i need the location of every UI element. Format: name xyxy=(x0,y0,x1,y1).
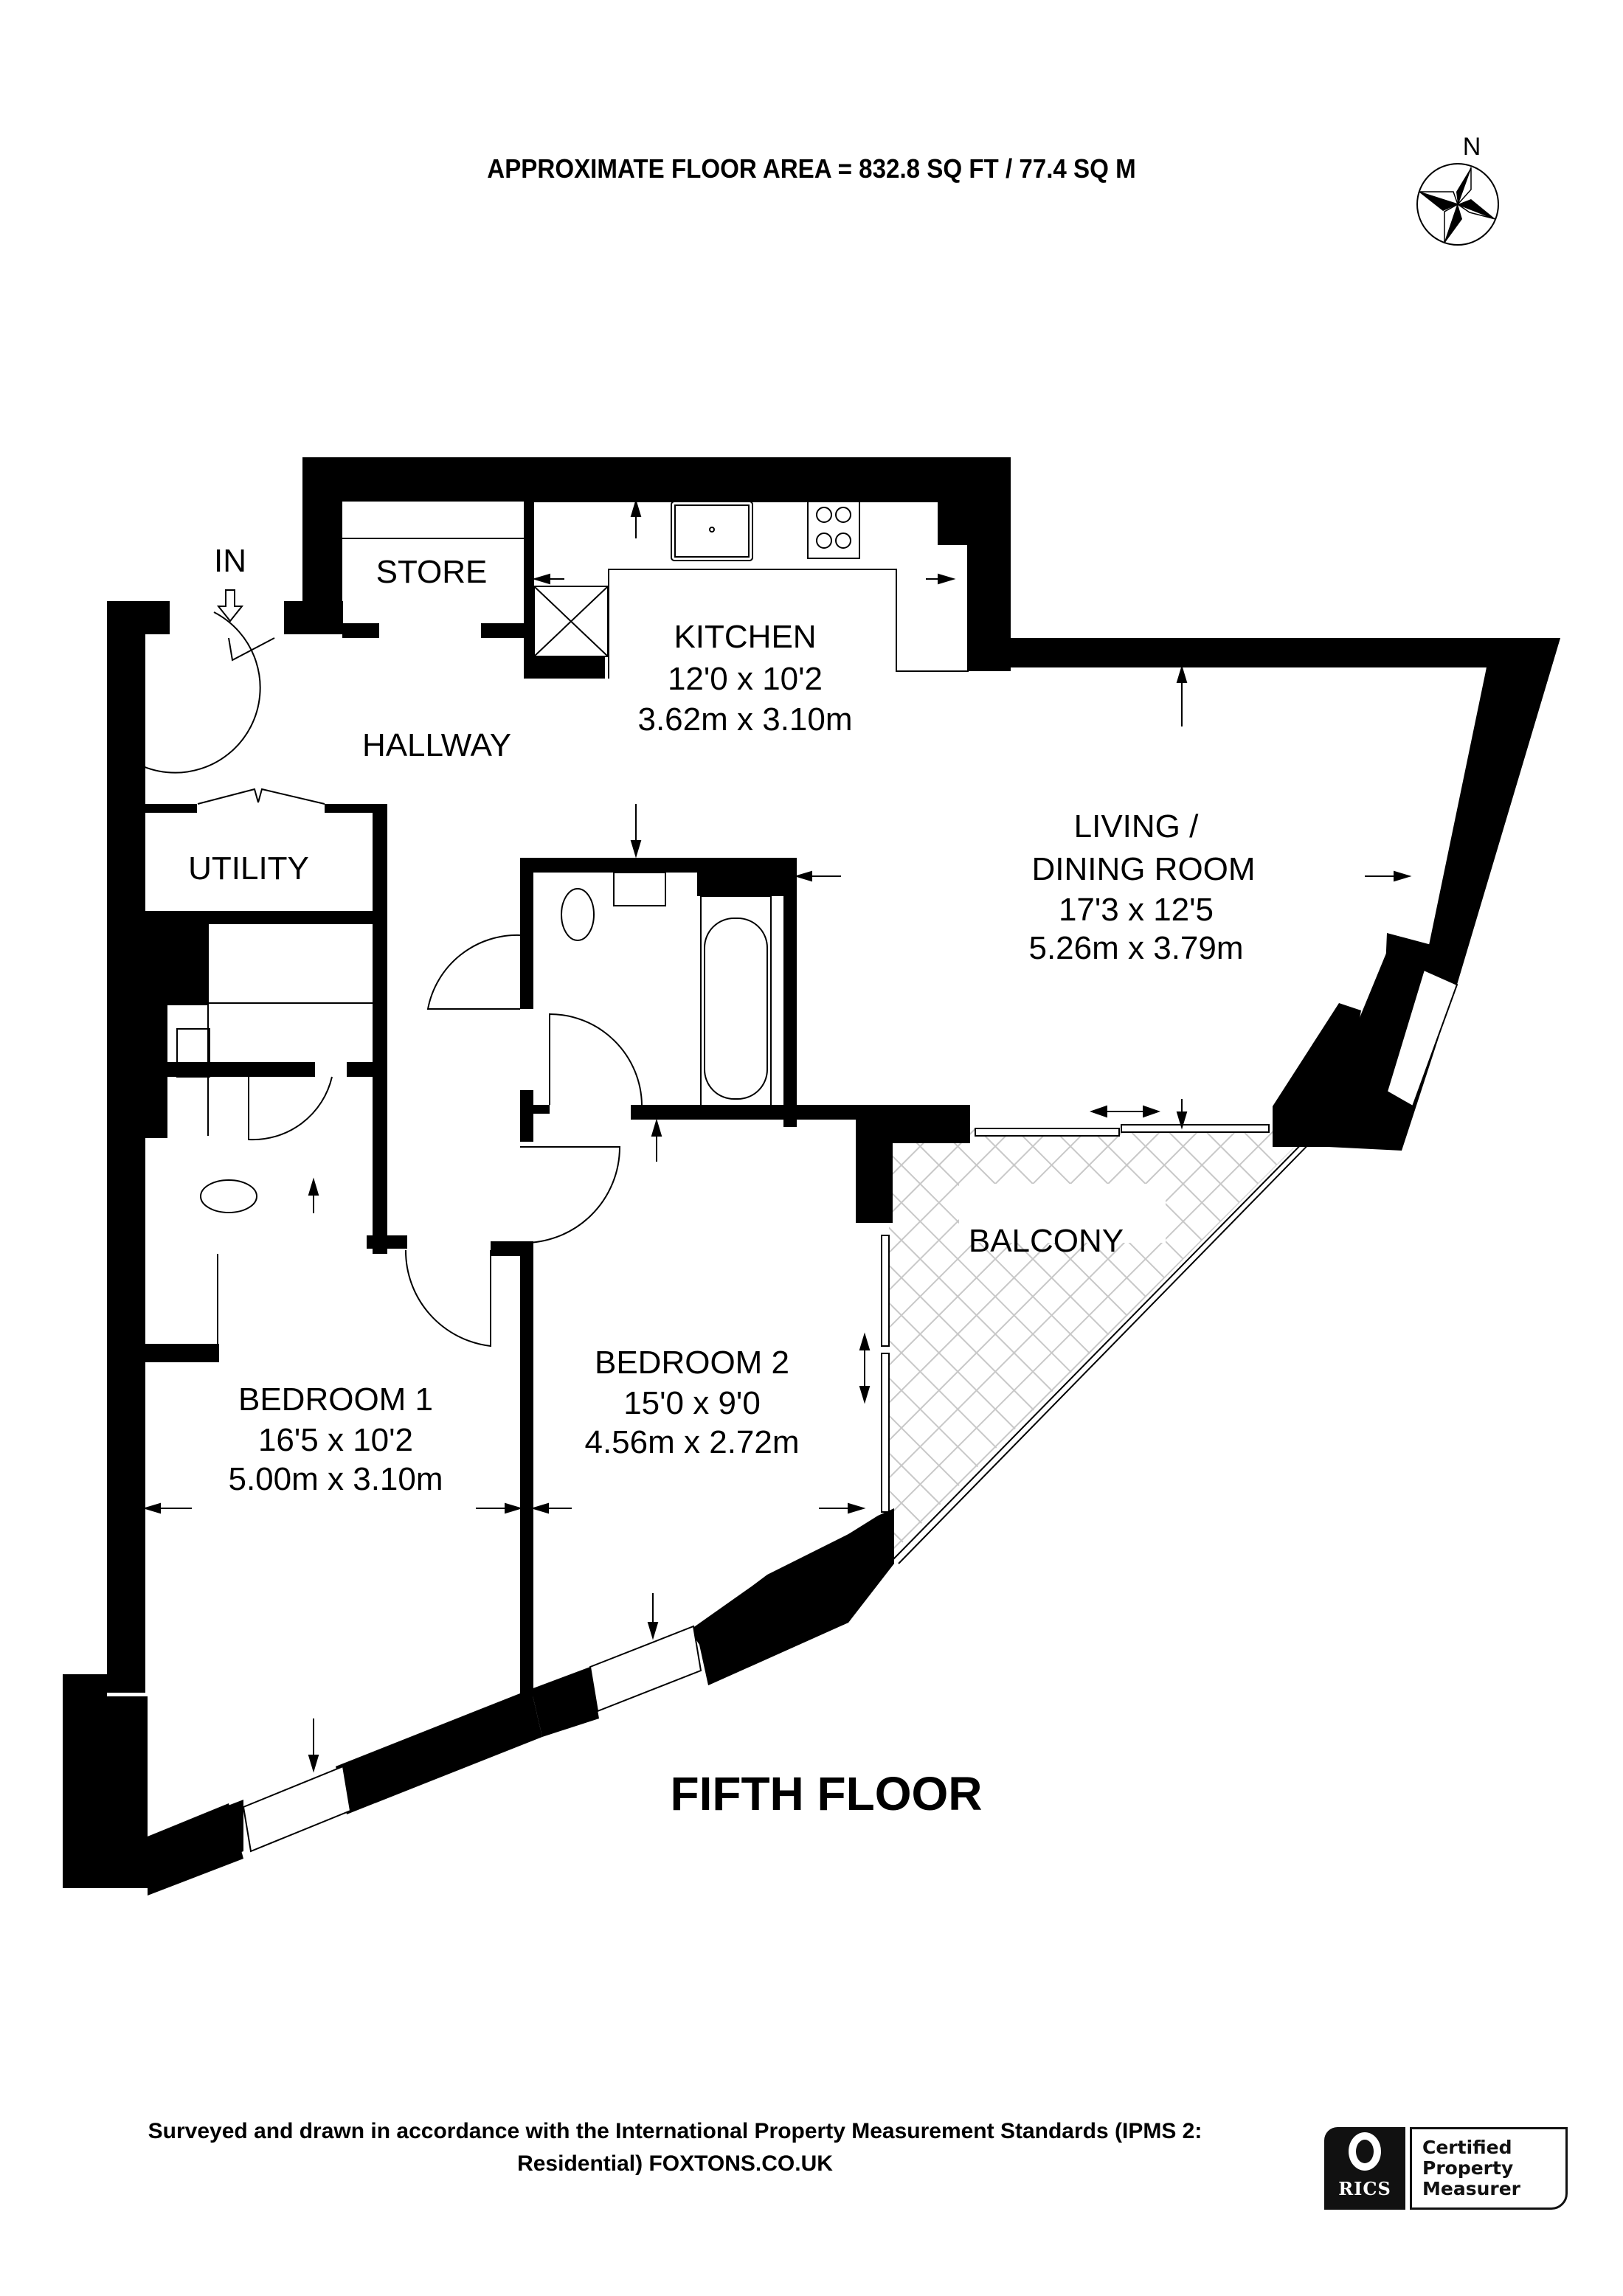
entrance-arrow-icon xyxy=(216,589,244,622)
bedroom1-imperial: 16'5 x 10'2 xyxy=(258,1422,413,1458)
footer-line-1: Surveyed and drawn in accordance with th… xyxy=(148,2119,1202,2143)
bedroom2-imperial: 15'0 x 9'0 xyxy=(623,1385,761,1421)
footer-disclaimer: Surveyed and drawn in accordance with th… xyxy=(44,2115,1306,2180)
walls xyxy=(63,457,1560,1896)
rics-logo: RICS xyxy=(1324,2127,1405,2210)
bedroom1-label: BEDROOM 1 xyxy=(238,1381,433,1418)
floor-area-text: APPROXIMATE FLOOR AREA = 832.8 SQ FT / 7… xyxy=(487,153,1136,184)
doors xyxy=(136,611,643,1348)
compass-icon: N xyxy=(1416,133,1499,246)
dimension-arrows xyxy=(142,499,1412,1773)
living-label-line1: LIVING / xyxy=(1074,808,1199,844)
kitchen-imperial: 12'0 x 10'2 xyxy=(668,661,823,697)
rics-brand: RICS xyxy=(1338,2178,1391,2199)
store-door xyxy=(228,637,275,662)
living-label-line2: DINING ROOM xyxy=(1031,851,1255,887)
rics-badge-line2: Property xyxy=(1422,2157,1514,2179)
wc-door xyxy=(248,1076,333,1141)
toilet-icon xyxy=(561,888,595,941)
balcony-label-bg xyxy=(959,1184,1166,1243)
entrance-door xyxy=(136,611,261,774)
floor-name: FIFTH FLOOR xyxy=(670,1767,983,1820)
bedroom1-metric: 5.00m x 3.10m xyxy=(228,1461,443,1497)
entrance-label: IN xyxy=(214,543,246,579)
hob-icon xyxy=(807,497,860,559)
wc-toilet-icon xyxy=(200,1179,257,1213)
hallway-label: HALLWAY xyxy=(362,727,511,763)
footer-line-2: Residential) FOXTONS.CO.UK xyxy=(517,2151,833,2176)
rics-badge-text: Certified Property Measurer xyxy=(1410,2127,1568,2210)
bathtub-icon xyxy=(704,918,768,1100)
compass-north-label: N xyxy=(1463,133,1481,161)
kitchen-counter xyxy=(342,501,969,679)
bedroom2-label: BEDROOM 2 xyxy=(595,1345,789,1381)
rics-badge-line1: Certified xyxy=(1422,2137,1512,2158)
bedroom2-door xyxy=(549,1013,643,1106)
compass-star-icon xyxy=(1418,167,1496,244)
floor-area-title: APPROXIMATE FLOOR AREA = 832.8 SQ FT / 7… xyxy=(65,153,1558,184)
wc-basin-icon xyxy=(176,1028,210,1078)
kitchen-metric: 3.62m x 3.10m xyxy=(637,701,852,738)
windows xyxy=(242,968,1458,1853)
bathroom-door xyxy=(426,934,521,1010)
balcony-label: BALCONY xyxy=(969,1223,1124,1259)
kitchen-sink-icon xyxy=(671,501,753,561)
bedroom2-metric: 4.56m x 2.72m xyxy=(584,1424,799,1460)
rics-badge-line3: Measurer xyxy=(1422,2178,1520,2199)
bathroom-fixtures xyxy=(167,872,772,1344)
living-imperial: 17'3 x 12'5 xyxy=(1059,892,1214,928)
store-label: STORE xyxy=(376,554,488,590)
kitchen-label: KITCHEN xyxy=(674,619,816,655)
bedroom2-door-lower xyxy=(519,1146,621,1244)
bedroom1-door xyxy=(404,1249,491,1348)
utility-doors xyxy=(197,788,325,805)
rics-certified-badge: RICS Certified Property Measurer xyxy=(1324,2127,1568,2210)
rics-lion-icon xyxy=(1349,2132,1381,2171)
living-metric: 5.26m x 3.79m xyxy=(1028,930,1243,966)
utility-label: UTILITY xyxy=(188,850,309,887)
